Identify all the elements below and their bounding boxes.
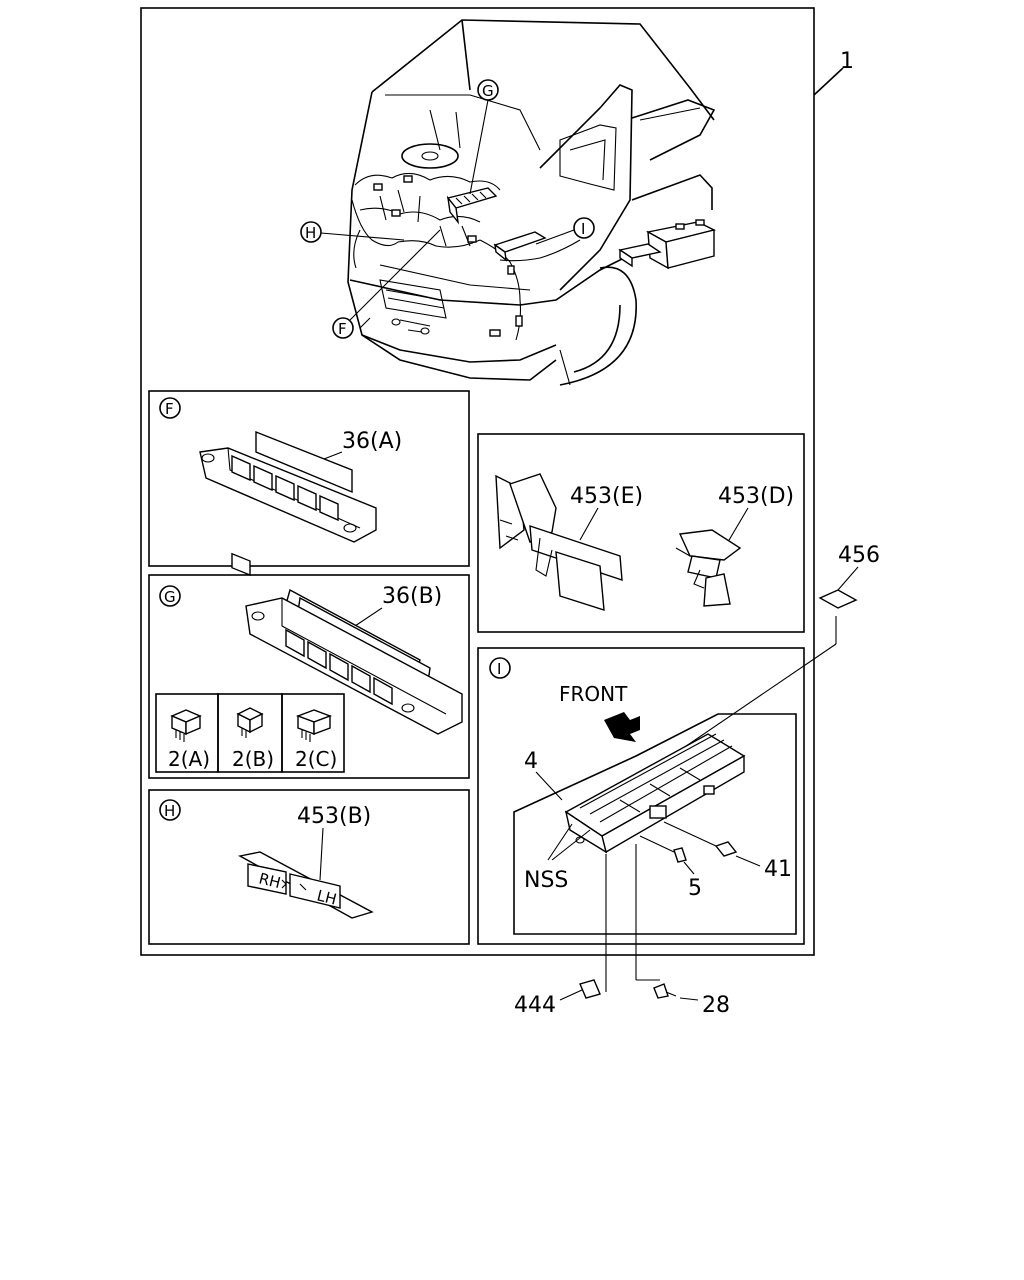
svg-text:456: 456 (838, 543, 880, 568)
truck-callouts: G H I F (300, 79, 595, 339)
svg-text:444: 444 (514, 993, 556, 1018)
panel-h: H 453(B) RH LH (148, 789, 470, 945)
panel-e-d: 453(E) 453(D) (477, 433, 805, 633)
panel-f: F 36(A) (148, 390, 470, 576)
svg-text:2(A): 2(A) (168, 747, 210, 771)
svg-text:RH: RH (257, 869, 282, 892)
svg-text:2(C): 2(C) (295, 747, 337, 771)
svg-text:H: H (305, 224, 316, 242)
svg-text:G: G (164, 588, 176, 606)
panel-g: G 36(B) 2(A) 2(B) 2(C) (148, 574, 470, 779)
svg-text:36(A): 36(A) (342, 429, 402, 454)
svg-text:28: 28 (702, 993, 730, 1018)
svg-text:I: I (497, 660, 501, 678)
panel-i: I FRONT 4 NSS 5 41 (477, 647, 805, 945)
callout-1: 1 (840, 49, 854, 74)
svg-text:4: 4 (524, 749, 538, 774)
svg-text:2(B): 2(B) (232, 747, 274, 771)
svg-text:F: F (165, 400, 174, 418)
truck-overview (347, 19, 717, 386)
svg-text:G: G (482, 82, 494, 100)
svg-text:453(E): 453(E) (570, 484, 643, 509)
svg-text:LH: LH (315, 886, 338, 908)
svg-text:NSS: NSS (524, 868, 568, 893)
svg-text:453(D): 453(D) (718, 484, 794, 509)
svg-text:41: 41 (764, 857, 792, 882)
svg-text:F: F (338, 320, 347, 338)
svg-text:36(B): 36(B) (382, 584, 442, 609)
svg-text:I: I (581, 220, 585, 238)
parts-444-28: 444 28 (514, 844, 730, 1018)
svg-text:FRONT: FRONT (559, 682, 628, 706)
outer-frame (140, 7, 815, 956)
svg-text:453(B): 453(B) (297, 804, 371, 829)
svg-text:H: H (164, 802, 175, 820)
svg-text:5: 5 (688, 876, 702, 901)
